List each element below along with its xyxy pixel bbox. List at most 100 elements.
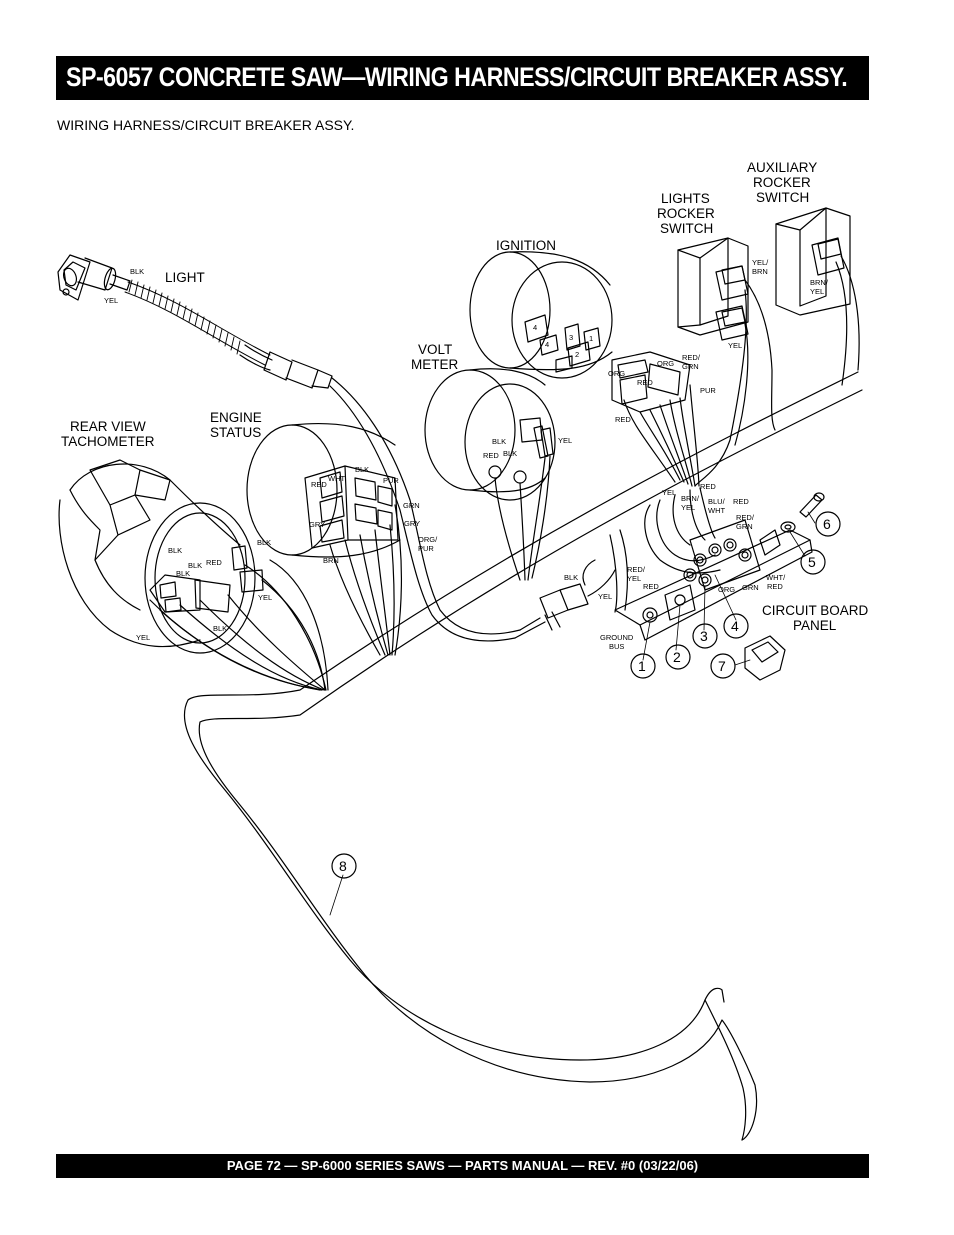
- label-light: LIGHT: [165, 270, 205, 285]
- wire-label: ORG: [608, 369, 625, 378]
- volt-meter: [424, 368, 556, 581]
- wire-label: RED: [483, 451, 499, 460]
- label-aux-rocker-1: AUXILIARY: [747, 160, 817, 175]
- wire-label: YEL: [558, 436, 572, 445]
- footer-bar: PAGE 72 — SP-6000 SERIES SAWS — PARTS MA…: [56, 1154, 869, 1178]
- wire-label: BLK: [564, 573, 578, 582]
- wire-label: YEL: [662, 488, 676, 497]
- callout-2: 2: [673, 649, 681, 665]
- label-tach-2: TACHOMETER: [61, 434, 155, 449]
- wire-label: GRN: [682, 362, 699, 371]
- label-ground-bus-2: BUS: [609, 642, 624, 651]
- wire-label: YEL: [598, 592, 612, 601]
- callout-3: 3: [700, 628, 708, 644]
- wire-label: BLK: [213, 624, 227, 633]
- label-lights-rocker-2: ROCKER: [657, 206, 715, 221]
- pin-label: 1: [589, 334, 593, 343]
- label-lights-rocker-1: LIGHTS: [661, 191, 710, 206]
- title-bar: SP-6057 CONCRETE SAW—WIRING HARNESS/CIRC…: [56, 56, 869, 100]
- wire-label: BLK: [168, 546, 182, 555]
- wire-label: YEL: [728, 341, 742, 350]
- pin-label: 3: [569, 333, 573, 342]
- wire-label: RED: [643, 582, 659, 591]
- engine-status-gauge: [246, 422, 403, 656]
- label-engine-status-1: ENGINE: [210, 410, 262, 425]
- harness-sleeve: [183, 371, 863, 1141]
- wire-label: PUR: [700, 386, 716, 395]
- callout-circles: [331, 511, 841, 879]
- page-title: SP-6057 CONCRETE SAW—WIRING HARNESS/CIRC…: [66, 62, 848, 92]
- wire-labels: BLK YEL ORG ORG RED/ GRN RED RED PUR 4 4…: [104, 258, 829, 642]
- light-assembly: [57, 254, 521, 642]
- wire-label: GRY: [404, 519, 420, 528]
- wire-label: RED: [311, 480, 327, 489]
- wire-label: YEL: [810, 287, 824, 296]
- wire-label: ORG/: [418, 535, 438, 544]
- wire-label: BLK: [492, 437, 506, 446]
- wire-label: RED/: [627, 565, 646, 574]
- figure-subtitle: WIRING HARNESS/CIRCUIT BREAKER ASSY.: [57, 117, 355, 133]
- wire-label: YEL: [681, 503, 695, 512]
- callout-8: 8: [339, 858, 347, 874]
- wire-label: RED: [206, 558, 222, 567]
- callout-6: 6: [823, 516, 831, 532]
- wire-label: BLU/: [708, 497, 726, 506]
- wire-label: RED: [733, 497, 749, 506]
- wire-label: ORG: [657, 359, 674, 368]
- wire-label: YEL: [258, 593, 272, 602]
- pin-label: 4: [533, 323, 537, 332]
- label-circuit-board-1: CIRCUIT BOARD: [762, 603, 869, 618]
- label-engine-status-2: STATUS: [210, 425, 261, 440]
- wire-label: YEL: [104, 296, 118, 305]
- wire-label: BRN: [752, 267, 768, 276]
- label-tach-1: REAR VIEW: [70, 419, 146, 434]
- wire-label: BRN: [323, 556, 339, 565]
- rear-view-tachometer: [58, 459, 329, 691]
- wire-label: BLK: [176, 569, 190, 578]
- wire-label: RED: [615, 415, 631, 424]
- ignition-switch: [469, 251, 700, 487]
- lights-rocker-switch: [677, 237, 776, 487]
- harness-connector: [514, 559, 616, 639]
- label-circuit-board-2: PANEL: [793, 618, 837, 633]
- callout-5: 5: [808, 554, 816, 570]
- wire-label: YEL: [136, 633, 150, 642]
- callout-numbers: 1 2 3 4 5 6 7 8: [339, 516, 831, 874]
- wire-label: RED: [767, 582, 783, 591]
- wire-label: ORG: [718, 585, 735, 594]
- wire-label: BLK: [130, 267, 144, 276]
- callout-7: 7: [718, 658, 726, 674]
- wire-label: GRN: [742, 583, 759, 592]
- wire-label: BLK: [257, 538, 271, 547]
- callout-4: 4: [731, 618, 739, 634]
- page-footer: PAGE 72 — SP-6000 SERIES SAWS — PARTS MA…: [226, 1158, 699, 1173]
- wire-label: RED/: [736, 513, 755, 522]
- auxiliary-rocker-switch: [775, 207, 860, 386]
- wire-label: WHT/: [766, 573, 786, 582]
- wire-label: BRN/: [681, 494, 700, 503]
- wire-label: PUR: [383, 476, 399, 485]
- label-lights-rocker-3: SWITCH: [660, 221, 713, 236]
- label-aux-rocker-2: ROCKER: [753, 175, 811, 190]
- label-aux-rocker-3: SWITCH: [756, 190, 809, 205]
- label-ground-bus-1: GROUND: [600, 633, 634, 642]
- wire-label: RED: [637, 378, 653, 387]
- wire-label: WHT: [708, 506, 725, 515]
- wire-label: GRN: [736, 522, 753, 531]
- wire-label: BLK: [503, 449, 517, 458]
- label-volt-meter-2: METER: [411, 357, 459, 372]
- wire-label: RED: [700, 482, 716, 491]
- pin-label: 4: [545, 340, 549, 349]
- wire-label: BLK: [355, 465, 369, 474]
- wire-label: GRN: [403, 501, 420, 510]
- wire-label: BLK: [188, 561, 202, 570]
- wire-label: RED/: [682, 353, 701, 362]
- label-volt-meter-1: VOLT: [418, 342, 452, 357]
- label-ignition: IGNITION: [496, 238, 556, 253]
- callout-1: 1: [638, 658, 646, 674]
- wire-label: GRY: [309, 520, 325, 529]
- wire-label: BRN/: [810, 278, 829, 287]
- wire-label: YEL/: [752, 258, 769, 267]
- pin-label: 2: [575, 350, 579, 359]
